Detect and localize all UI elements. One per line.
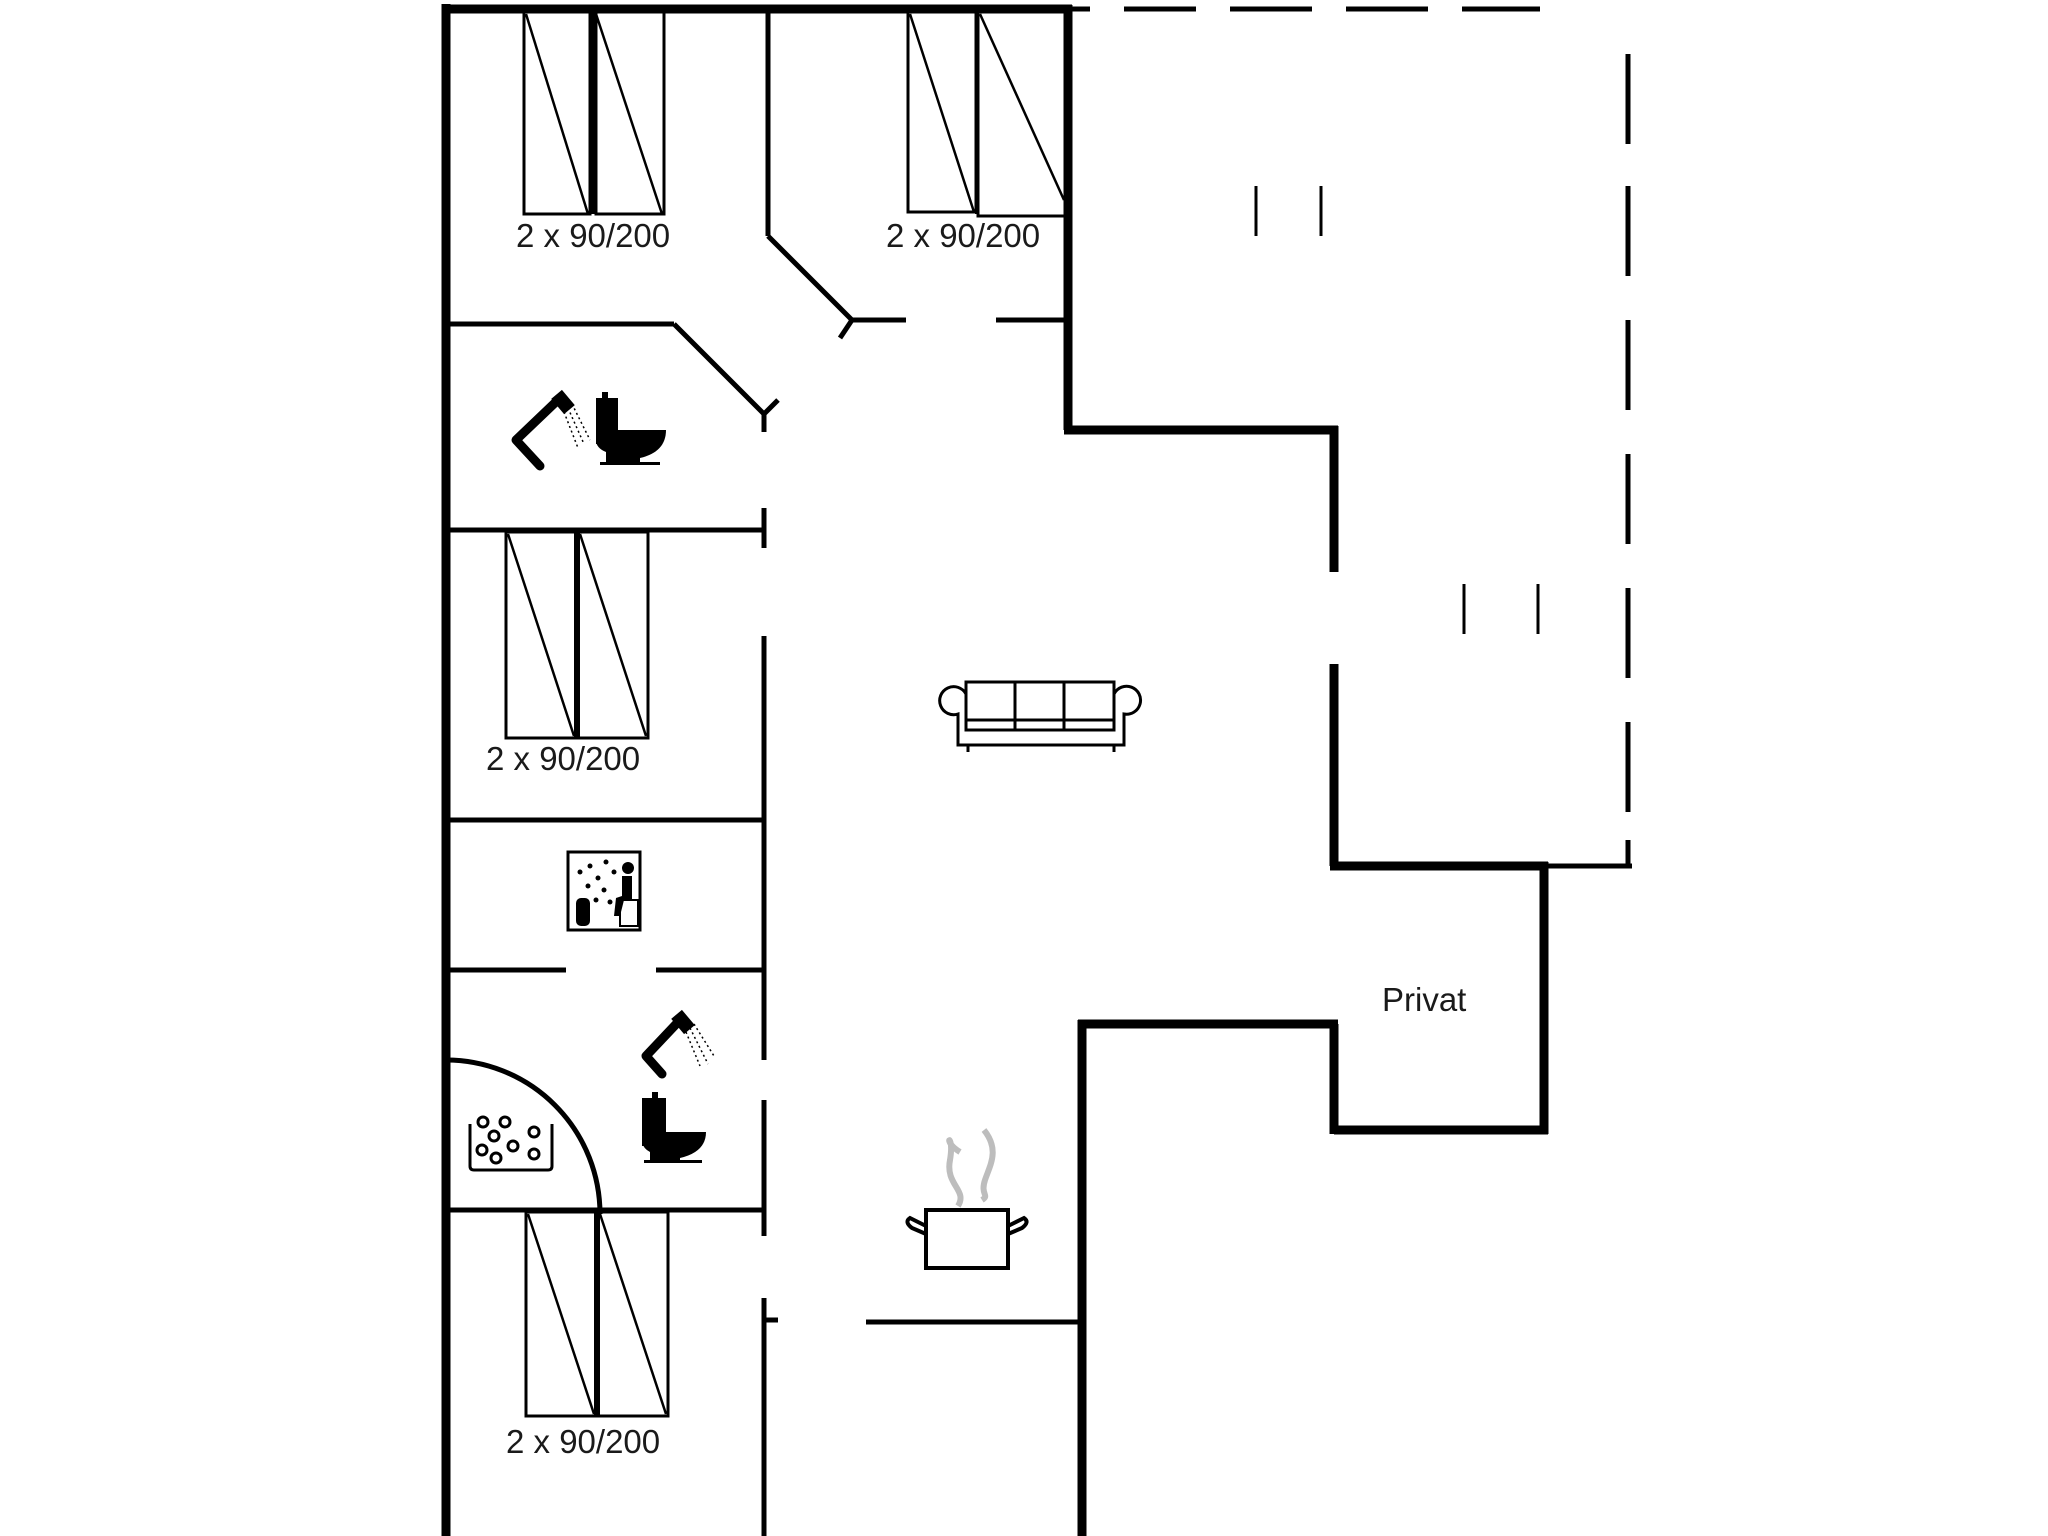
sauna-icon (566, 850, 642, 932)
whirlpool-enclosure-arc (445, 1057, 603, 1215)
cooking-pot-icon (905, 1128, 1029, 1270)
bathroom-1-shower-icon (511, 389, 591, 471)
whirlpool-icon (468, 1115, 554, 1172)
bathroom-2-toilet-icon (642, 1092, 706, 1163)
bedroom-1-beds (522, 10, 666, 216)
interior-walls (446, 9, 1082, 1536)
terrace-outline (1072, 6, 1632, 869)
bedroom-4-bed-label: 2 x 90/200 (506, 1423, 661, 1460)
bedroom-1-bed-label: 2 x 90/200 (516, 217, 671, 254)
private-room-label: Privat (1382, 981, 1467, 1018)
bedroom-2-beds (906, 10, 1068, 218)
bedroom-4-beds (524, 1210, 670, 1418)
bathroom-1-toilet-icon (596, 392, 666, 465)
bedroom-2-bed-label: 2 x 90/200 (886, 217, 1041, 254)
outer-walls (441, 4, 1549, 1536)
bathroom-2-shower-icon (641, 1009, 715, 1079)
terrace-marks (1254, 186, 1540, 634)
bedroom-3-bed-label: 2 x 90/200 (486, 740, 641, 777)
sofa-icon (938, 680, 1143, 752)
bedroom-3-beds (504, 530, 650, 740)
